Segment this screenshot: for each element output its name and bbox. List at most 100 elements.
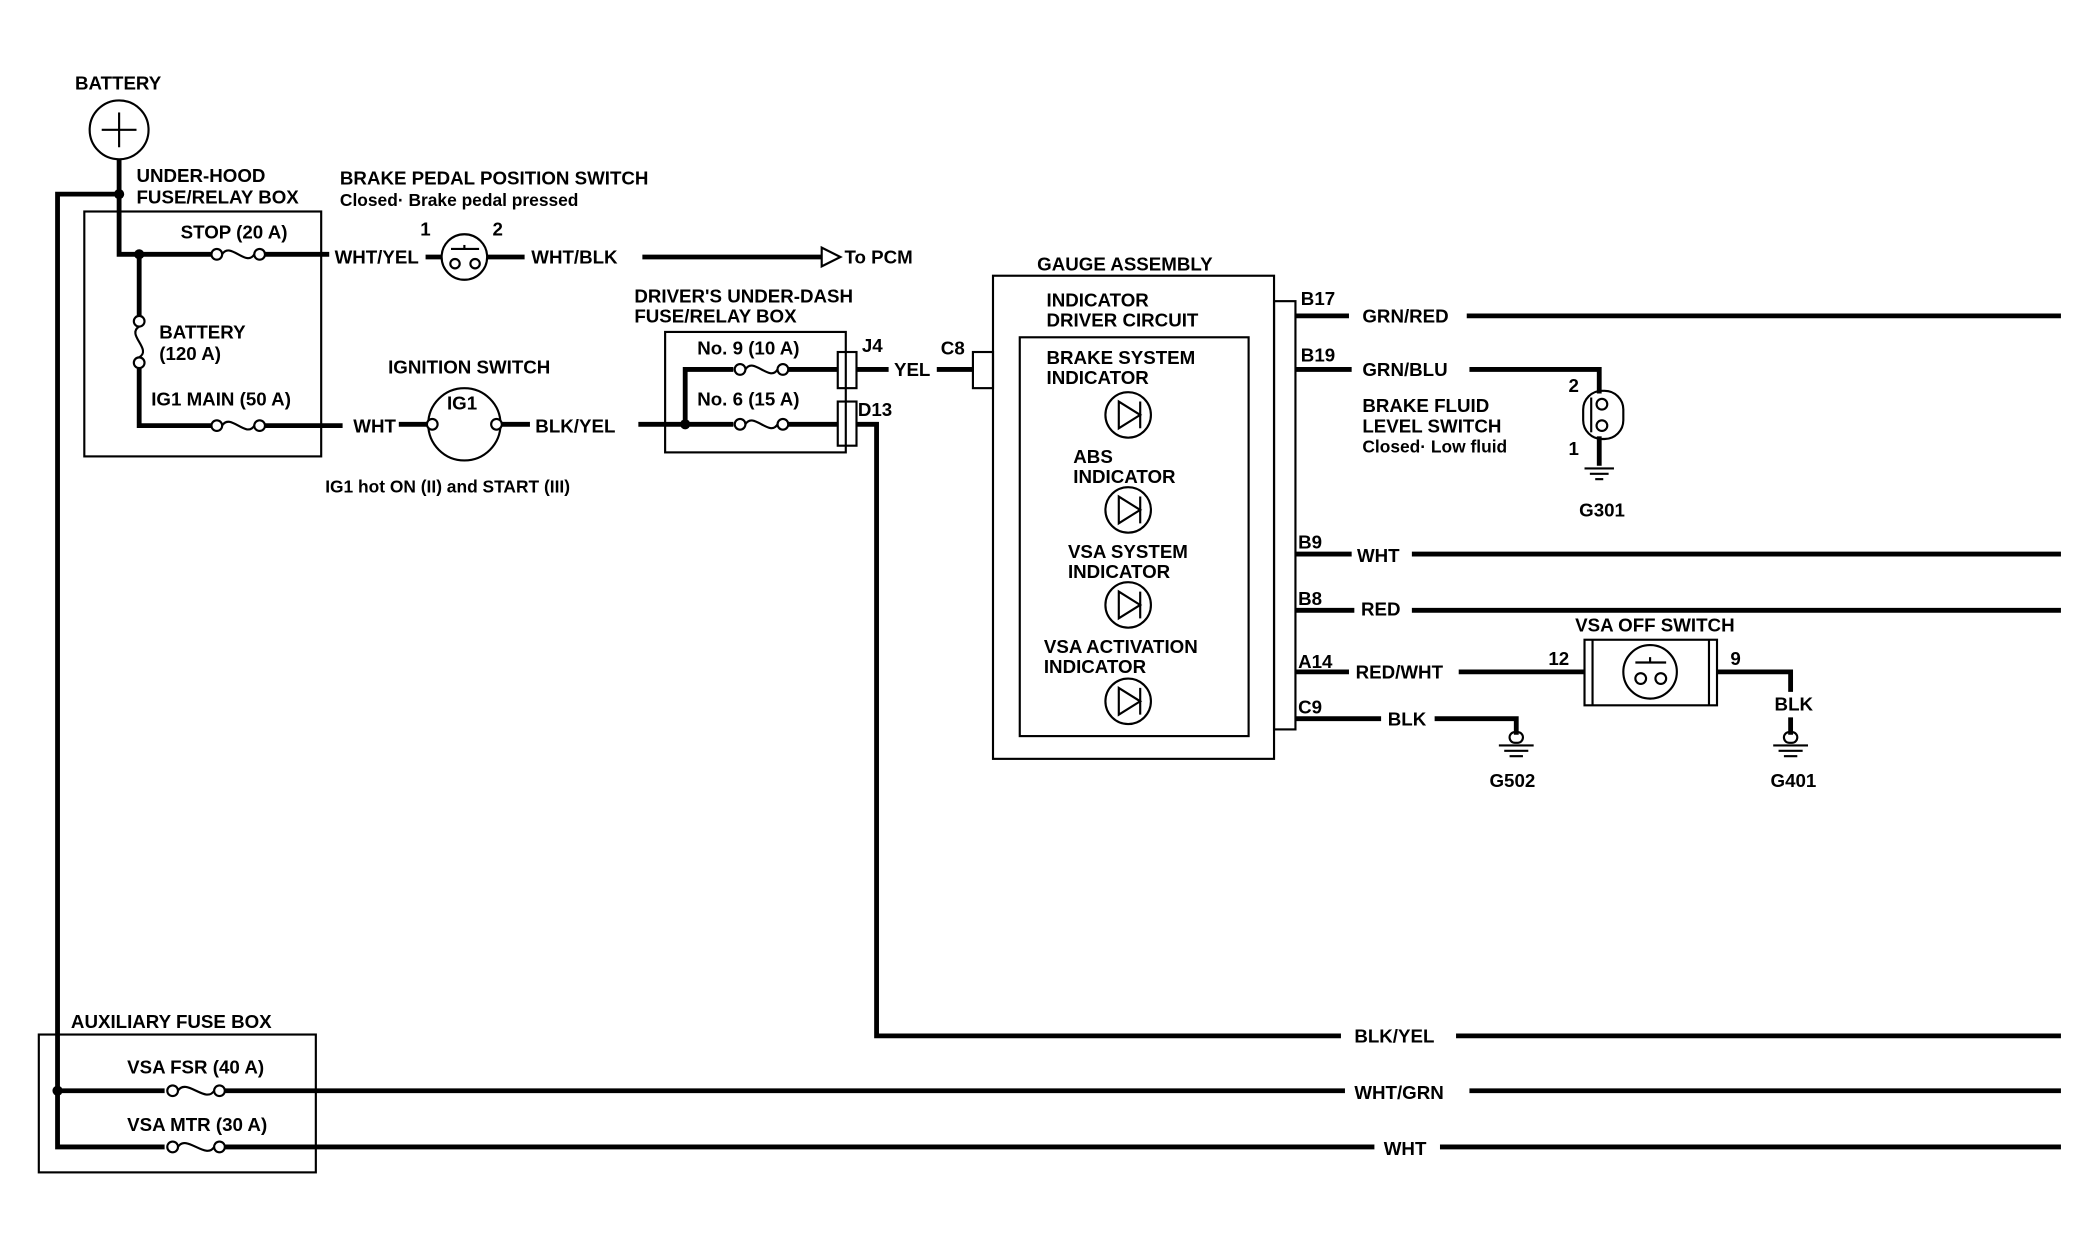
ground-g401-icon — [1773, 731, 1809, 758]
vsa-off-switch-title: VSA OFF SWITCH — [1575, 615, 1734, 636]
wire-label-blk-c9: BLK — [1388, 708, 1427, 729]
aux-fuse-box — [37, 1033, 317, 1174]
wire-label-blk-vsa: BLK — [1775, 694, 1814, 715]
arrow-right-icon — [820, 245, 843, 269]
ground-g502-label: G502 — [1489, 770, 1535, 791]
brake-system-indicator-diode-icon — [1104, 391, 1152, 439]
wire-label-wht-ign: WHT — [353, 415, 396, 436]
junction-dot — [52, 1085, 63, 1096]
brake-system-indicator-label-1: BRAKE SYSTEM — [1047, 347, 1196, 368]
under-hood-title-1: UNDER-HOOD — [137, 165, 266, 186]
left-feed-wire — [55, 191, 165, 1150]
junction-dot — [114, 189, 125, 200]
pin-c9-label: C9 — [1298, 696, 1322, 717]
vsa-system-indicator-label-2: INDICATOR — [1068, 561, 1171, 582]
brake-fluid-switch-pin-2: 2 — [1568, 375, 1578, 396]
brake-system-indicator-label-2: INDICATOR — [1047, 367, 1150, 388]
pin-a14-label: A14 — [1298, 651, 1333, 672]
fuse-9-icon — [733, 362, 790, 376]
brake-pedal-switch-icon — [440, 233, 489, 281]
wire-label-wht-b9: WHT — [1357, 545, 1400, 566]
wire-label-yel: YEL — [894, 359, 930, 380]
connector-d13-label: D13 — [858, 399, 892, 420]
driver-circuit-label-2: DRIVER CIRCUIT — [1047, 310, 1199, 331]
abs-indicator-label-2: INDICATOR — [1073, 466, 1176, 487]
wire-label-red: RED — [1361, 599, 1401, 620]
vsa-activation-indicator-label-1: VSA ACTIVATION — [1044, 636, 1198, 657]
fuse-6-label: No. 6 (15 A) — [697, 389, 799, 410]
battery-fuse-label-2: (120 A) — [159, 343, 221, 364]
under-dash-title-2: FUSE/RELAY BOX — [634, 306, 797, 327]
under-dash-title-1: DRIVER'S UNDER-DASH — [634, 285, 853, 306]
aux-fuse-box-title: AUXILIARY FUSE BOX — [71, 1011, 272, 1032]
blk-c9-wire-b — [1434, 716, 1519, 735]
grn-blu-wire-b — [1469, 367, 1602, 394]
ground-g301-label: G301 — [1579, 500, 1625, 521]
indicator-driver-box — [1018, 336, 1250, 738]
abs-indicator-label-1: ABS — [1073, 446, 1113, 467]
ignition-switch-title: IGNITION SWITCH — [388, 356, 550, 377]
stop-fuse-icon — [210, 247, 267, 261]
brake-switch-pin-2: 2 — [492, 219, 502, 240]
ig1-main-feed-wire — [136, 368, 212, 429]
gauge-connector-strip — [1272, 300, 1297, 731]
wire-label-wht-blk: WHT/BLK — [531, 247, 618, 268]
vsa-off-switch-pin-9: 9 — [1730, 648, 1740, 669]
pin-b19-label: B19 — [1301, 344, 1335, 365]
pin-b8-label: B8 — [1298, 588, 1322, 609]
driver-circuit-label-1: INDICATOR — [1047, 290, 1150, 311]
brake-fluid-switch-pin-1: 1 — [1568, 438, 1578, 459]
blk-yel-wire-a — [856, 421, 1341, 1039]
wire-label-red-wht: RED/WHT — [1356, 662, 1444, 683]
ground-g502-icon — [1498, 731, 1534, 758]
wire-label-grn-red: GRN/RED — [1362, 306, 1448, 327]
under-hood-title-2: FUSE/RELAY BOX — [137, 186, 300, 207]
battery-label: BATTERY — [75, 73, 162, 94]
vsa-system-indicator-diode-icon — [1104, 581, 1152, 629]
vsa-mtr-fuse-icon — [166, 1140, 226, 1154]
connector-j4-label: J4 — [862, 335, 883, 356]
ig1-main-fuse-icon — [210, 419, 267, 433]
brake-pedal-switch-title: BRAKE PEDAL POSITION SWITCH — [340, 168, 649, 189]
wire-label-wht-aux: WHT — [1384, 1138, 1427, 1159]
fuse-9-label: No. 9 (10 A) — [697, 338, 799, 359]
pin-b17-label: B17 — [1301, 288, 1335, 309]
ignition-switch-ig1-label: IG1 — [447, 393, 477, 414]
wire-label-blk-yel-ign: BLK/YEL — [535, 415, 615, 436]
pin-b9-label: B9 — [1298, 532, 1322, 553]
ig1-main-fuse-label: IG1 MAIN (50 A) — [151, 389, 291, 410]
under-hood-box — [83, 210, 323, 458]
vsa-activation-indicator-label-2: INDICATOR — [1044, 656, 1147, 677]
vsa-mtr-fuse-label: VSA MTR (30 A) — [127, 1114, 267, 1135]
vsa-system-indicator-label-1: VSA SYSTEM — [1068, 541, 1188, 562]
ignition-switch-note: IG1 hot ON (II) and START (III) — [325, 477, 570, 497]
gauge-assembly-title: GAUGE ASSEMBLY — [1037, 253, 1213, 274]
connector-c8-label: C8 — [941, 338, 965, 359]
brake-fluid-switch-icon — [1582, 389, 1625, 441]
brake-pedal-switch-note: Closed· Brake pedal pressed — [340, 190, 579, 210]
wire-label-wht-grn: WHT/GRN — [1354, 1082, 1443, 1103]
ground-g301-icon — [1584, 467, 1614, 481]
wire-label-blk-yel: BLK/YEL — [1354, 1026, 1434, 1047]
brake-switch-pin-1: 1 — [420, 219, 430, 240]
brake-fluid-switch-label-2: LEVEL SWITCH — [1362, 415, 1501, 436]
vsa-fsr-fuse-icon — [166, 1084, 226, 1098]
wire-label-wht-yel: WHT/YEL — [335, 247, 419, 268]
battery-fuse-label-1: BATTERY — [159, 322, 246, 343]
vsa-switch-out-wire-a — [1717, 669, 1794, 692]
vsa-activation-indicator-diode-icon — [1104, 677, 1152, 726]
under-dash-box — [664, 330, 847, 454]
to-pcm-label: To PCM — [844, 247, 912, 268]
wire-label-grn-blu: GRN/BLU — [1362, 359, 1447, 380]
brake-fluid-switch-note: Closed· Low fluid — [1362, 436, 1507, 456]
stop-fuse-label: STOP (20 A) — [181, 221, 288, 242]
abs-indicator-diode-icon — [1104, 486, 1152, 534]
vsa-off-switch-pin-12: 12 — [1548, 648, 1569, 669]
ignition-switch-icon — [425, 387, 503, 462]
ground-g401-label: G401 — [1771, 770, 1817, 791]
brake-fluid-switch-label-1: BRAKE FLUID — [1362, 395, 1489, 416]
junction-dot — [680, 419, 691, 430]
vsa-fsr-fuse-label: VSA FSR (40 A) — [127, 1056, 264, 1077]
